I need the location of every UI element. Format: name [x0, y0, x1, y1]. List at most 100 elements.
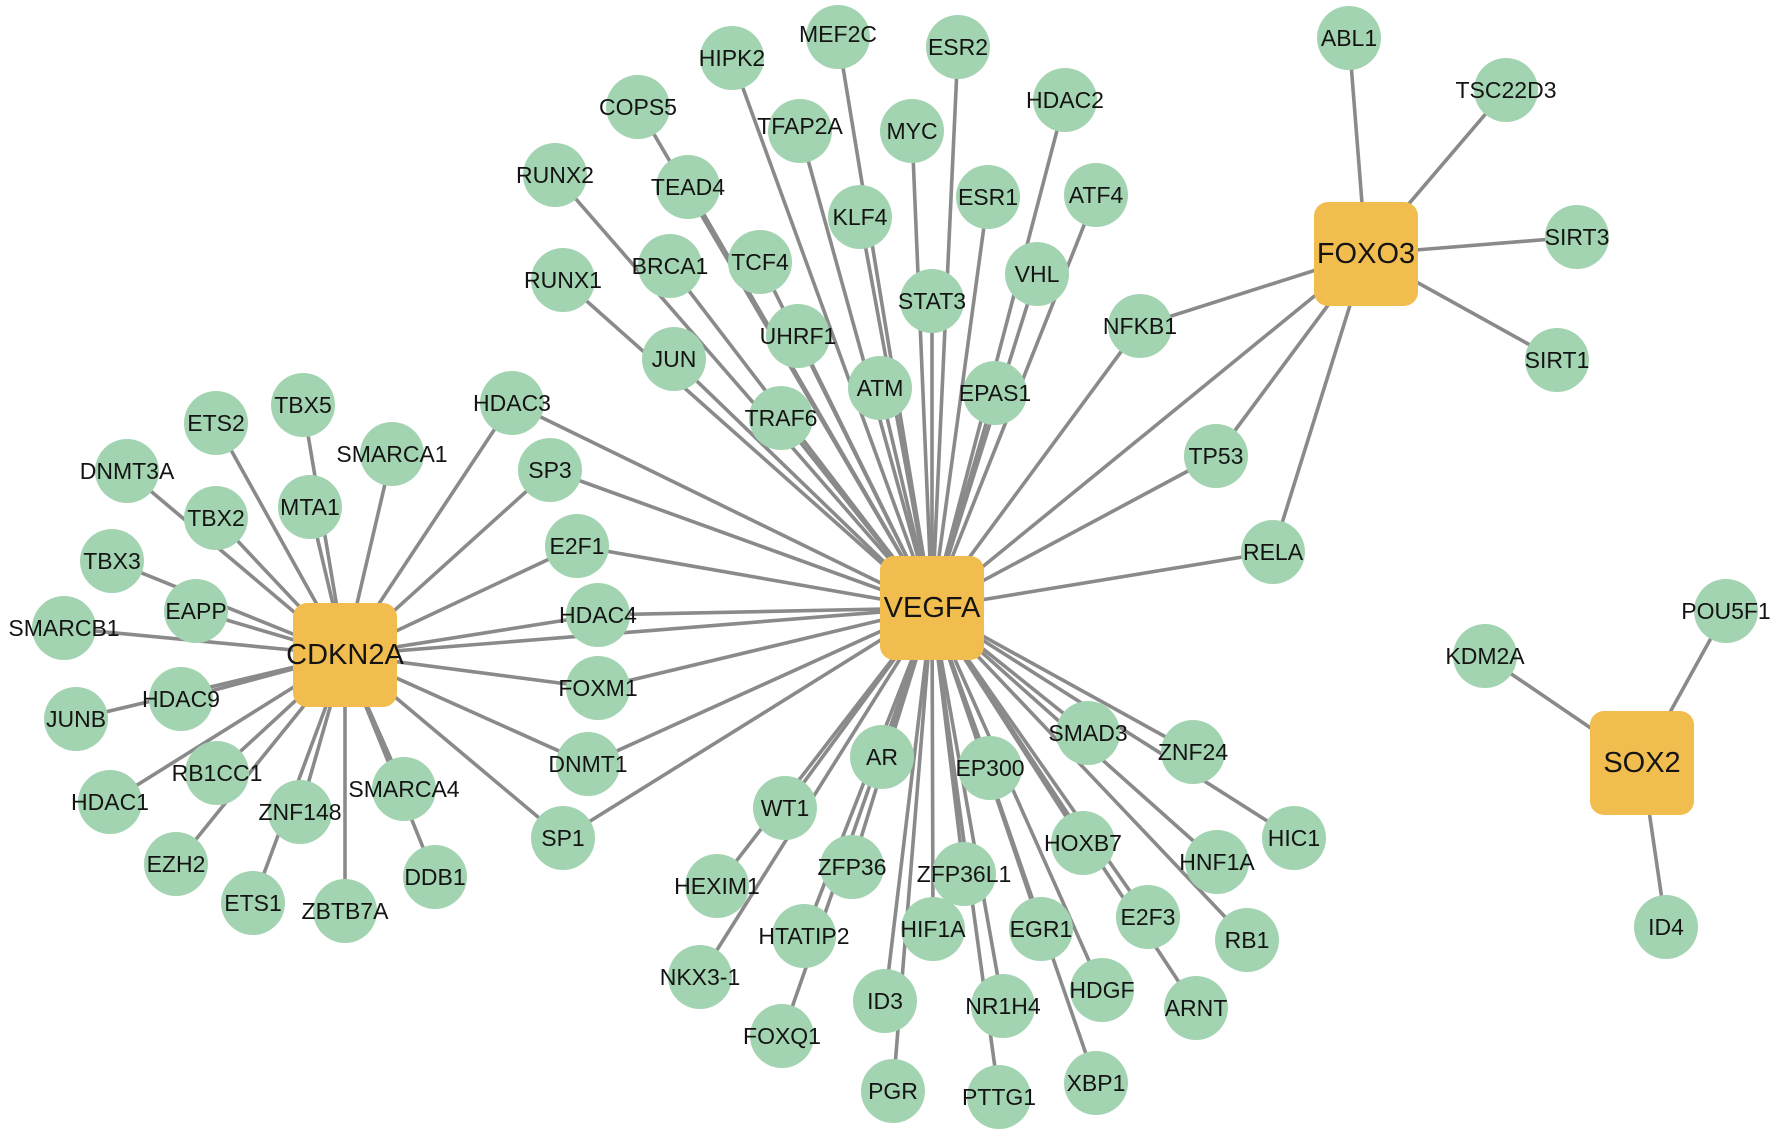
hub-node-foxo3[interactable]: FOXO3: [1314, 202, 1418, 306]
gene-node-epas1[interactable]: EPAS1: [959, 361, 1031, 425]
gene-node-sp3[interactable]: SP3: [518, 438, 582, 502]
gene-node-esr1[interactable]: ESR1: [956, 165, 1020, 229]
gene-node-hipk2[interactable]: HIPK2: [699, 26, 765, 90]
gene-node-tfap2a[interactable]: TFAP2A: [757, 99, 843, 163]
gene-node-runx2[interactable]: RUNX2: [516, 143, 594, 207]
gene-node-smarca1[interactable]: SMARCA1: [336, 422, 448, 486]
gene-node-dnmt1[interactable]: DNMT1: [548, 732, 628, 796]
gene-node-sirt1[interactable]: SIRT1: [1525, 328, 1590, 392]
gene-node-hnf1a[interactable]: HNF1A: [1179, 830, 1255, 894]
edge-vegfa-nr1h4: [930, 607, 1005, 1007]
gene-node-tbx3[interactable]: TBX3: [80, 529, 144, 593]
gene-node-htatip2[interactable]: HTATIP2: [758, 904, 850, 968]
gene-node-arnt[interactable]: ARNT: [1164, 976, 1228, 1040]
gene-node-hoxb7[interactable]: HOXB7: [1044, 811, 1122, 875]
node-label: TBX5: [274, 392, 332, 418]
gene-node-mef2c[interactable]: MEF2C: [799, 5, 877, 69]
gene-node-hexim1[interactable]: HEXIM1: [674, 854, 760, 918]
gene-node-smad3[interactable]: SMAD3: [1048, 701, 1128, 765]
gene-node-eapp[interactable]: EAPP: [164, 579, 228, 643]
node-label: COPS5: [599, 94, 677, 120]
gene-node-ddb1[interactable]: DDB1: [403, 845, 467, 909]
hub-node-cdkn2a[interactable]: CDKN2A: [286, 603, 404, 707]
gene-node-cops5[interactable]: COPS5: [599, 75, 677, 139]
gene-circle: [1070, 958, 1134, 1022]
gene-node-zfp36[interactable]: ZFP36: [817, 835, 887, 899]
gene-node-e2f1[interactable]: E2F1: [545, 514, 609, 578]
gene-node-znf24[interactable]: ZNF24: [1158, 720, 1229, 784]
gene-node-zbtb7a[interactable]: ZBTB7A: [302, 879, 390, 943]
gene-circle: [932, 842, 996, 906]
gene-node-hdac2[interactable]: HDAC2: [1026, 68, 1104, 132]
gene-node-hdgf[interactable]: HDGF: [1069, 958, 1135, 1022]
gene-node-foxm1[interactable]: FOXM1: [558, 656, 638, 720]
gene-node-pou5f1[interactable]: POU5F1: [1681, 579, 1771, 643]
gene-node-egr1[interactable]: EGR1: [1009, 897, 1073, 961]
gene-node-tp53[interactable]: TP53: [1184, 424, 1248, 488]
node-label: TP53: [1189, 443, 1244, 469]
gene-node-hdac4[interactable]: HDAC4: [559, 583, 637, 647]
gene-node-atm[interactable]: ATM: [848, 356, 912, 420]
gene-node-rb1cc1[interactable]: RB1CC1: [172, 741, 263, 805]
gene-node-esr2[interactable]: ESR2: [926, 15, 990, 79]
gene-node-hdac1[interactable]: HDAC1: [71, 770, 149, 834]
gene-node-traf6[interactable]: TRAF6: [745, 386, 818, 450]
gene-node-junb[interactable]: JUNB: [44, 687, 108, 751]
gene-node-mta1[interactable]: MTA1: [278, 475, 342, 539]
gene-node-abl1[interactable]: ABL1: [1317, 6, 1381, 70]
gene-node-klf4[interactable]: KLF4: [828, 185, 892, 249]
gene-node-hif1a[interactable]: HIF1A: [900, 897, 966, 961]
gene-node-sirt3[interactable]: SIRT3: [1545, 205, 1610, 269]
hub-node-sox2[interactable]: SOX2: [1590, 711, 1694, 815]
node-label: SIRT3: [1545, 224, 1610, 250]
gene-node-xbp1[interactable]: XBP1: [1064, 1051, 1128, 1115]
gene-node-vhl[interactable]: VHL: [1005, 242, 1069, 306]
gene-node-tcf4[interactable]: TCF4: [728, 230, 792, 294]
gene-node-smarca4[interactable]: SMARCA4: [348, 757, 460, 821]
gene-node-ets1[interactable]: ETS1: [221, 871, 285, 935]
gene-node-hdac9[interactable]: HDAC9: [142, 667, 220, 731]
gene-node-myc[interactable]: MYC: [880, 99, 944, 163]
gene-node-dnmt3a[interactable]: DNMT3A: [80, 439, 175, 503]
gene-node-znf148[interactable]: ZNF148: [258, 780, 342, 844]
gene-circle: [728, 230, 792, 294]
gene-node-rela[interactable]: RELA: [1241, 520, 1305, 584]
gene-node-ar[interactable]: AR: [850, 725, 914, 789]
gene-circle: [1033, 68, 1097, 132]
gene-node-nfkb1[interactable]: NFKB1: [1103, 294, 1177, 358]
gene-node-tead4[interactable]: TEAD4: [651, 155, 725, 219]
node-label: FOXO3: [1317, 238, 1415, 270]
gene-node-runx1[interactable]: RUNX1: [524, 248, 602, 312]
node-label: RB1: [1225, 927, 1270, 953]
gene-node-ep300[interactable]: EP300: [955, 736, 1025, 800]
gene-node-ets2[interactable]: ETS2: [184, 391, 248, 455]
gene-node-pgr[interactable]: PGR: [861, 1059, 925, 1123]
gene-node-id3[interactable]: ID3: [853, 969, 917, 1033]
gene-node-kdm2a[interactable]: KDM2A: [1445, 624, 1525, 688]
gene-circle: [900, 269, 964, 333]
gene-node-sp1[interactable]: SP1: [531, 806, 595, 870]
gene-node-smarcb1[interactable]: SMARCB1: [8, 596, 120, 660]
gene-node-foxq1[interactable]: FOXQ1: [743, 1004, 821, 1068]
node-label: RELA: [1243, 539, 1304, 565]
gene-node-tsc22d3[interactable]: TSC22D3: [1456, 58, 1557, 122]
gene-node-pttg1[interactable]: PTTG1: [962, 1065, 1036, 1129]
gene-node-nr1h4[interactable]: NR1H4: [965, 974, 1041, 1038]
gene-node-ezh2[interactable]: EZH2: [144, 832, 208, 896]
gene-node-uhrf1[interactable]: UHRF1: [760, 304, 837, 368]
gene-node-tbx2[interactable]: TBX2: [184, 486, 248, 550]
gene-node-wt1[interactable]: WT1: [753, 776, 817, 840]
gene-node-stat3[interactable]: STAT3: [898, 269, 966, 333]
gene-node-zfp36l1[interactable]: ZFP36L1: [917, 842, 1012, 906]
gene-node-tbx5[interactable]: TBX5: [271, 373, 335, 437]
gene-node-brca1[interactable]: BRCA1: [632, 234, 709, 298]
gene-node-hdac3[interactable]: HDAC3: [473, 371, 551, 435]
gene-node-e2f3[interactable]: E2F3: [1116, 885, 1180, 949]
gene-node-id4[interactable]: ID4: [1634, 895, 1698, 959]
hub-node-vegfa[interactable]: VEGFA: [880, 556, 984, 660]
gene-node-atf4[interactable]: ATF4: [1064, 163, 1128, 227]
gene-node-rb1[interactable]: RB1: [1215, 908, 1279, 972]
gene-node-jun[interactable]: JUN: [642, 327, 706, 391]
gene-node-nkx3-1[interactable]: NKX3-1: [660, 945, 741, 1009]
gene-node-hic1[interactable]: HIC1: [1262, 806, 1326, 870]
